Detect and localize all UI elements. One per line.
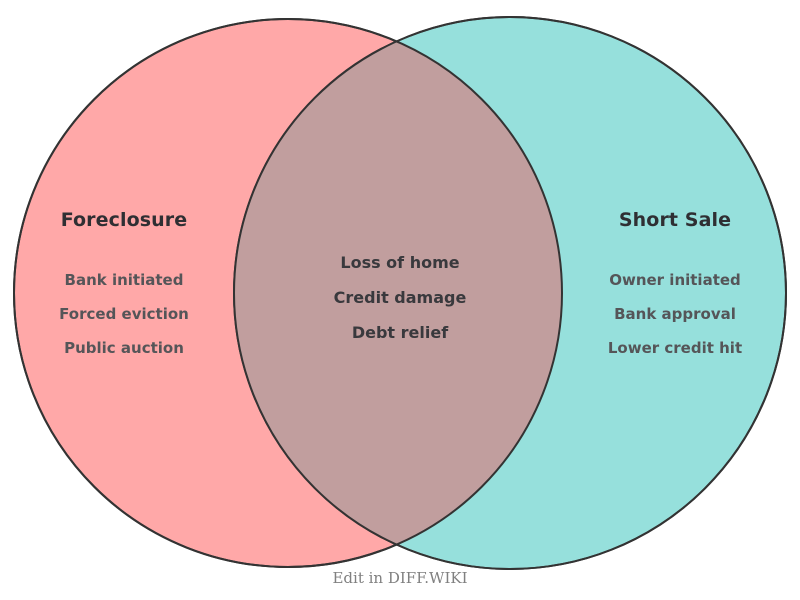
intersection-region-group <box>234 17 786 569</box>
right-circle-outline <box>233 16 787 570</box>
intersection-region[interactable] <box>234 17 786 569</box>
left-circle-outline <box>13 18 563 568</box>
